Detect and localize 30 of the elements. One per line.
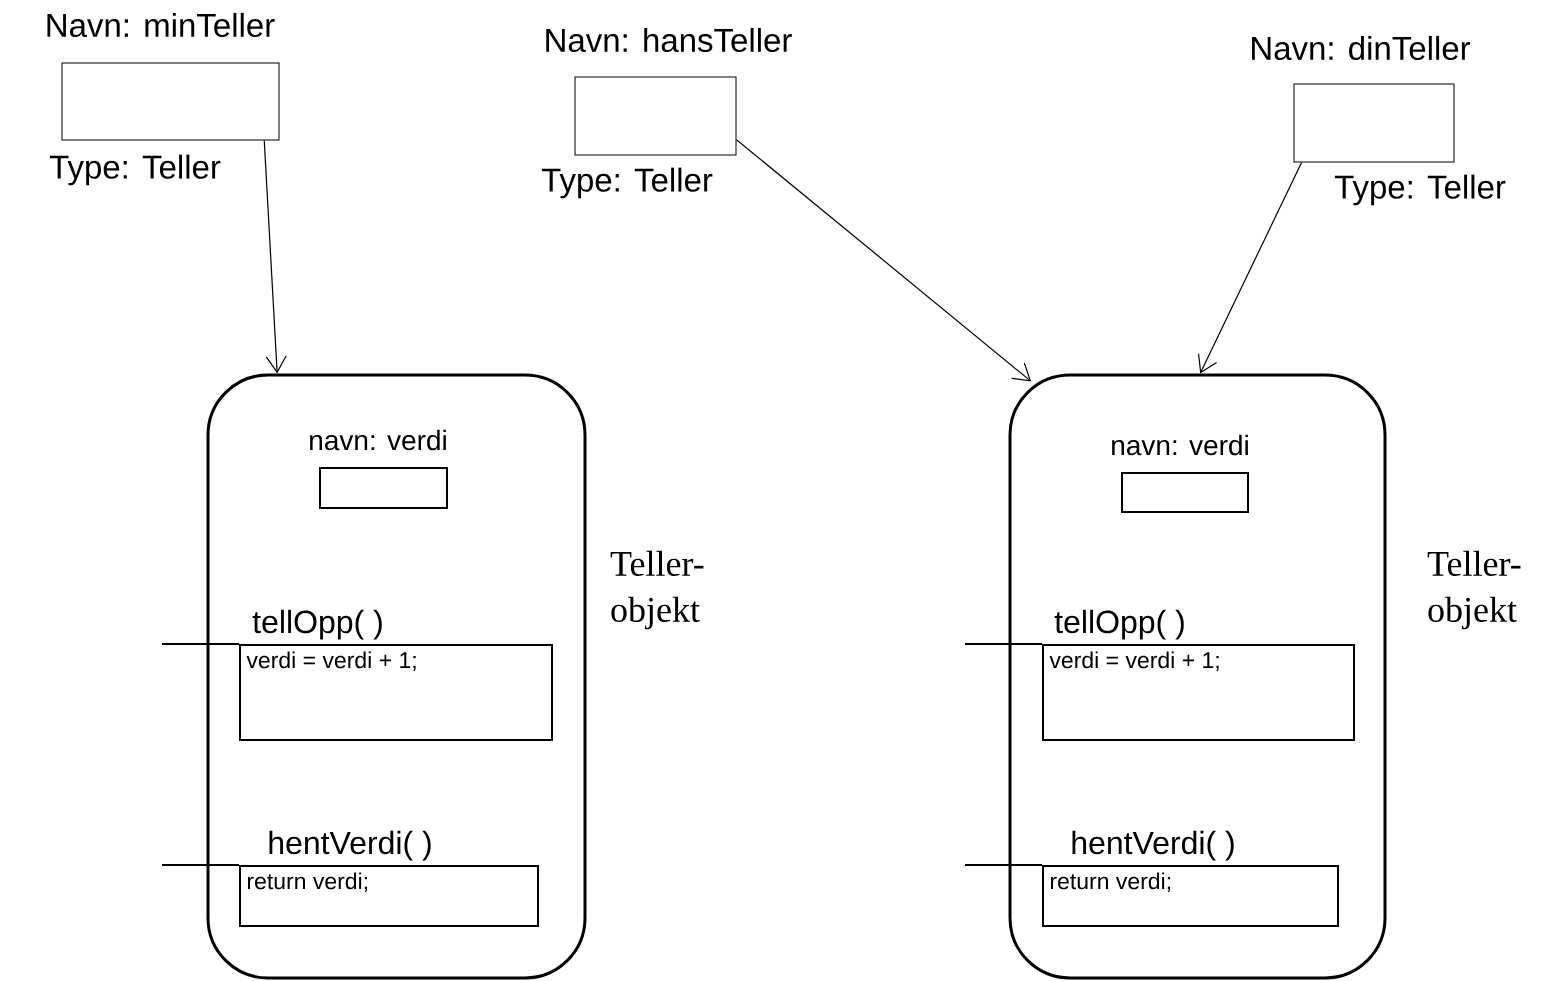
node-label: Navn: minTeller xyxy=(47,12,275,38)
connector-line xyxy=(964,643,1043,645)
object-caption: Teller- objekt xyxy=(610,550,704,630)
variable-box: Navn: dinTeller Type: Teller xyxy=(1252,35,1506,206)
node-label: tellOpp( ) xyxy=(252,609,382,640)
method-box: hentVerdi( ) return verdi; xyxy=(239,830,539,927)
node-label: navn: verdi xyxy=(1112,434,1248,456)
connector-line xyxy=(161,864,240,866)
node-label: navn: verdi xyxy=(310,429,446,451)
arrow xyxy=(263,139,287,374)
node-label: hentVerdi( ) xyxy=(1072,830,1234,861)
node-label: hentVerdi( ) xyxy=(269,830,431,861)
node-label: Navn: dinTeller xyxy=(1252,35,1471,61)
field-box: navn: verdi xyxy=(310,429,448,509)
method-box: tellOpp( ) verdi = verdi + 1; xyxy=(239,609,553,741)
arrow xyxy=(735,139,1032,382)
variable-box: Navn: minTeller Type: Teller xyxy=(47,12,280,186)
node-label: Type: Teller xyxy=(1334,174,1506,206)
method-box: hentVerdi( ) return verdi; xyxy=(1042,830,1339,927)
connector-line xyxy=(161,643,240,645)
variable-box: Navn: hansTeller Type: Teller xyxy=(541,27,792,199)
arrow xyxy=(1197,161,1303,374)
node-label: tellOpp( ) xyxy=(1054,609,1184,640)
node-label: Type: Teller xyxy=(49,154,221,186)
method-box: tellOpp( ) verdi = verdi + 1; xyxy=(1042,609,1355,741)
field-box: navn: verdi xyxy=(1112,434,1249,513)
connector-line xyxy=(964,864,1043,866)
node-label: Type: Teller xyxy=(541,167,713,199)
node-label: Navn: hansTeller xyxy=(546,27,792,53)
object-caption: Teller- objekt xyxy=(1427,550,1521,630)
